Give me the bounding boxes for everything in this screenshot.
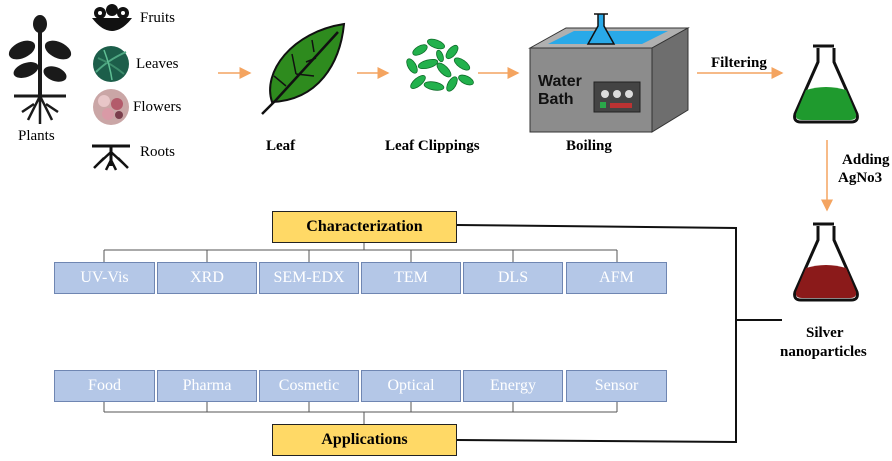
technique-dls: DLS — [463, 262, 563, 294]
adding-label-1: Adding — [842, 152, 890, 168]
leaves-label: Leaves — [136, 56, 179, 72]
leaf-icon — [261, 22, 346, 115]
flowers-label: Flowers — [133, 99, 182, 115]
roots-icon — [92, 144, 130, 171]
process-arrows — [218, 67, 833, 212]
water-bath-label-1: Water — [538, 73, 582, 90]
technique-afm: AFM — [566, 262, 667, 294]
application-food: Food — [54, 370, 155, 402]
connector-lines — [456, 224, 782, 444]
technique-uv-vis: UV-Vis — [54, 262, 155, 294]
water-bath-label-2: Bath — [538, 91, 574, 108]
leaf-clippings-icon — [406, 38, 474, 92]
flowers-photo-icon — [93, 89, 129, 125]
technique-sem-edx: SEM-EDX — [259, 262, 359, 294]
silver-nanoparticle-flask-icon — [793, 222, 859, 302]
nanoparticles-label: nanoparticles — [780, 344, 867, 360]
technique-xrd: XRD — [157, 262, 257, 294]
applications-tree — [103, 402, 618, 424]
leaf-clippings-label: Leaf Clippings — [385, 138, 480, 154]
fruits-label: Fruits — [140, 10, 176, 26]
application-pharma: Pharma — [157, 370, 257, 402]
silver-label: Silver — [806, 325, 844, 341]
water-bath-icon — [528, 13, 690, 133]
leaf-label: Leaf — [266, 138, 296, 154]
application-optical: Optical — [361, 370, 461, 402]
boiling-label: Boiling — [566, 138, 612, 154]
plant-icon — [8, 15, 72, 124]
application-cosmetic: Cosmetic — [259, 370, 359, 402]
fruit-bowl-icon — [92, 4, 132, 31]
application-sensor: Sensor — [566, 370, 667, 402]
characterization-tree — [103, 243, 618, 262]
adding-label-2: AgNo3 — [838, 170, 883, 186]
application-energy: Energy — [463, 370, 563, 402]
roots-label: Roots — [140, 144, 176, 160]
filtering-label: Filtering — [711, 55, 767, 71]
green-extract-flask-icon — [793, 44, 859, 124]
characterization-header: Characterization — [272, 211, 457, 243]
leaves-photo-icon — [93, 46, 129, 82]
technique-tem: TEM — [361, 262, 461, 294]
plants-label: Plants — [18, 128, 55, 144]
applications-header: Applications — [272, 424, 457, 456]
